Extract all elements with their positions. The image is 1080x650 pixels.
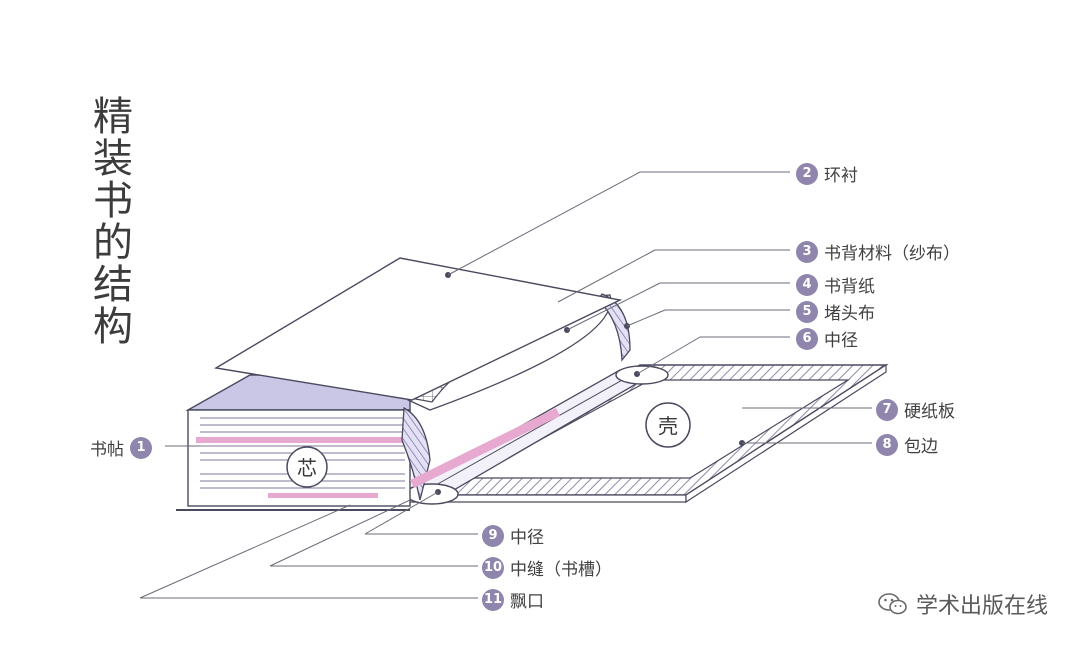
callout-text: 中径	[824, 331, 858, 351]
diagram-title: 精 装 书 的 结 构	[88, 96, 138, 348]
callout-9: 9 中径	[482, 523, 544, 548]
callout-text: 环衬	[824, 166, 858, 186]
callout-number: 1	[130, 436, 152, 459]
callout-8: 8 包边	[876, 432, 938, 457]
title-char: 结	[93, 262, 133, 308]
case-label: 壳	[658, 414, 678, 438]
callout-4: 4 书背纸	[796, 272, 875, 297]
signature-highlight	[196, 437, 406, 443]
title-char: 书	[93, 178, 133, 224]
middle-oval-top	[615, 365, 669, 385]
callout-number: 8	[876, 433, 898, 456]
callout-10: 10 中缝（书槽）	[482, 555, 612, 580]
callout-number: 9	[482, 524, 504, 547]
core-marker	[286, 446, 328, 488]
callout-text: 书帖	[90, 440, 124, 460]
callout-text: 堵头布	[824, 304, 875, 324]
callout-number: 11	[482, 588, 504, 611]
callout-3: 3 书背材料（纱布）	[796, 239, 960, 264]
callout-number: 7	[876, 398, 898, 421]
callout-text: 书背材料（纱布）	[824, 244, 960, 264]
callout-text: 中缝（书槽）	[510, 560, 612, 580]
callout-6: 6 中径	[796, 326, 858, 351]
callout-2: 2 环衬	[796, 161, 858, 186]
watermark-text: 学术出版在线	[915, 594, 1048, 619]
callout-number: 3	[796, 240, 818, 263]
callout-1: 书帖 1	[90, 435, 152, 460]
callout-text: 硬纸板	[904, 402, 955, 422]
case-marker	[645, 402, 691, 448]
callout-number: 4	[796, 273, 818, 296]
core-label: 芯	[297, 456, 317, 480]
callout-number: 6	[796, 327, 818, 350]
callout-number: 5	[796, 300, 818, 323]
callout-number: 10	[482, 556, 504, 579]
spine-groove	[405, 365, 669, 505]
callout-text: 书背纸	[824, 277, 875, 297]
callout-number: 2	[796, 162, 818, 185]
callout-11: 11 飘口	[482, 587, 544, 612]
callout-text: 中径	[510, 528, 544, 548]
callout-5: 5 堵头布	[796, 299, 875, 324]
callout-text: 飘口	[510, 592, 544, 612]
leader-lines	[139, 171, 872, 599]
callout-text: 包边	[904, 437, 938, 457]
callout-7: 7 硬纸板	[876, 397, 955, 422]
wechat-icon	[878, 593, 907, 615]
title-char: 精	[93, 94, 133, 140]
title-char: 构	[93, 304, 133, 350]
watermark: 学术出版在线	[878, 588, 1048, 620]
title-char: 的	[93, 220, 133, 266]
title-char: 装	[93, 136, 133, 182]
